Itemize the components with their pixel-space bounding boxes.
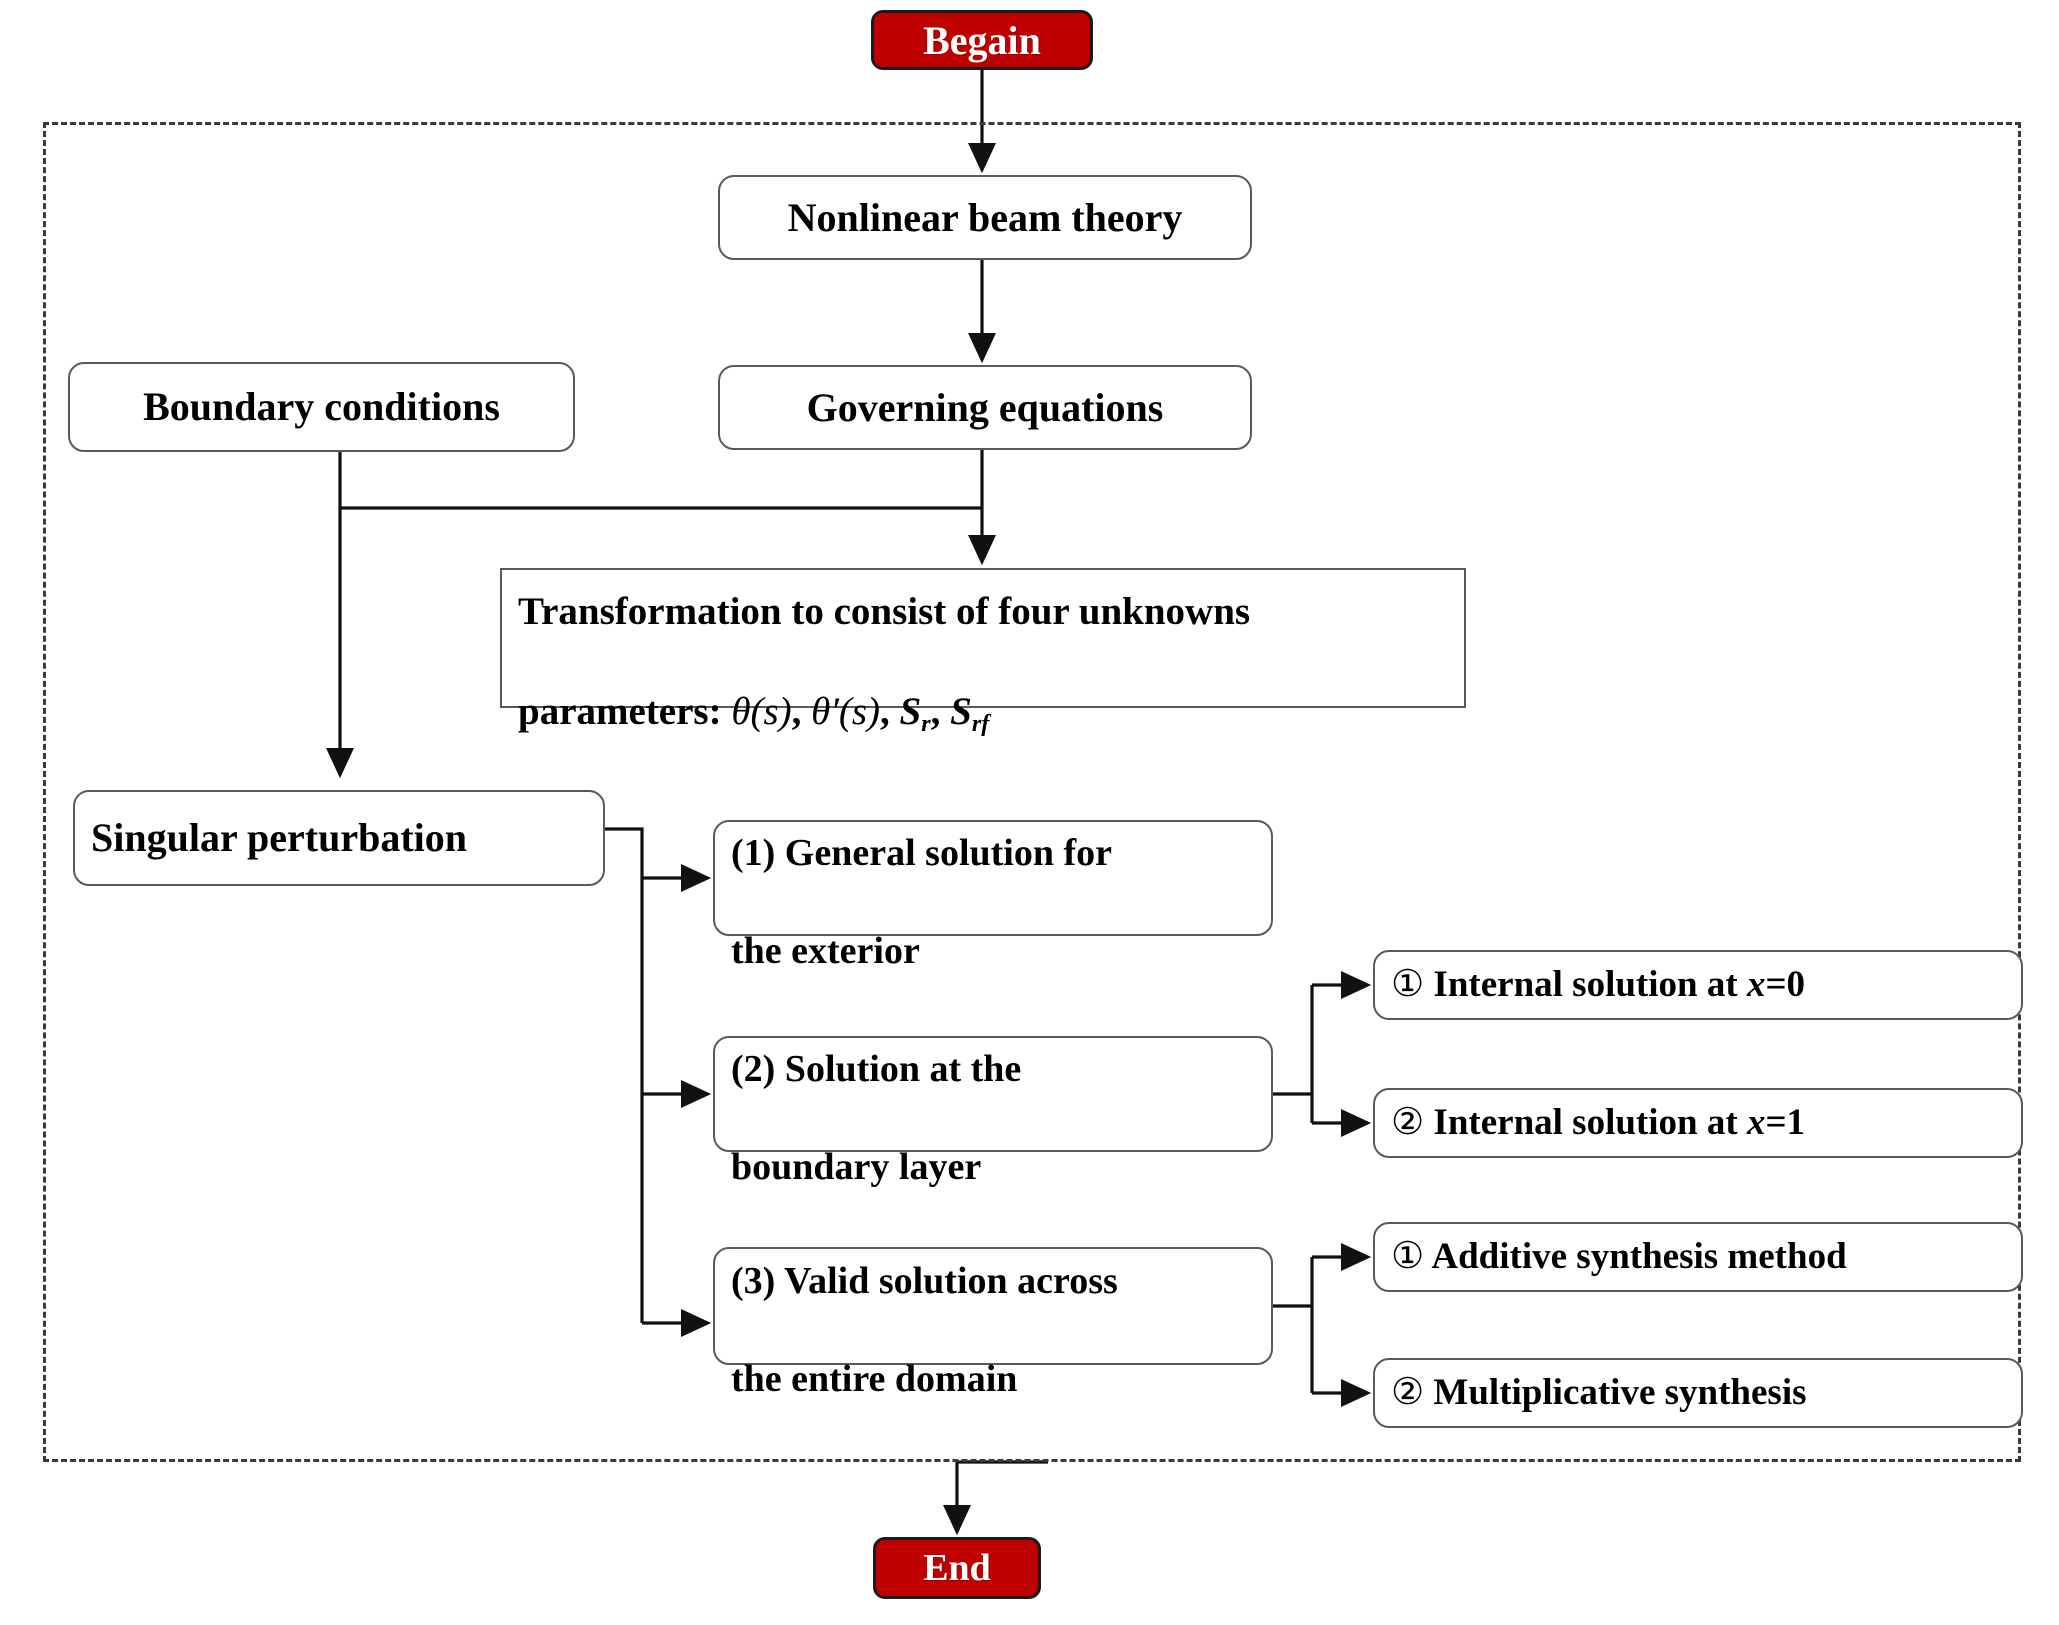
internal-x0-text-a: Internal solution at <box>1424 964 1747 1006</box>
node-internal-solution-x0-text: ① Internal solution at x=0 <box>1375 961 2021 1008</box>
node-internal-solution-x1[interactable]: ② Internal solution at x=1 <box>1373 1088 2023 1158</box>
node-step-3-text: (3) Valid solution across the entire dom… <box>715 1209 1271 1404</box>
math-arg-2: (s) <box>838 689 881 733</box>
math-sub-r: r <box>921 709 931 737</box>
node-step-1-text: (1) General solution for the exterior <box>715 781 1271 976</box>
node-additive-synthesis[interactable]: ① Additive synthesis method <box>1373 1222 2023 1292</box>
node-step-3-valid-solution[interactable]: (3) Valid solution across the entire dom… <box>713 1247 1273 1400</box>
internal-x0-variable: x <box>1746 964 1766 1006</box>
node-governing-equations[interactable]: Governing equations <box>718 365 1252 450</box>
node-governing-equations-label: Governing equations <box>806 384 1164 430</box>
circled-number-2-icon: ② <box>1391 1372 1425 1414</box>
node-boundary-conditions-label: Boundary conditions <box>143 384 500 430</box>
node-singular-perturbation[interactable]: Singular perturbation <box>73 790 605 886</box>
end-terminal[interactable]: End <box>873 1537 1041 1599</box>
additive-synthesis-label: Additive synthesis method <box>1424 1236 1847 1278</box>
node-multiplicative-synthesis[interactable]: ② Multiplicative synthesis <box>1373 1358 2023 1428</box>
math-theta: θ <box>731 689 751 733</box>
node-transformation-text: Transformation to consist of four unknow… <box>502 537 1464 739</box>
node-nonlinear-beam-theory-label: Nonlinear beam theory <box>787 194 1183 240</box>
transform-line-2: parameters: <box>518 689 732 733</box>
step2-line-2: boundary layer <box>731 1145 982 1188</box>
node-step-1-general-solution[interactable]: (1) General solution for the exterior <box>713 820 1273 972</box>
step2-line-1: (2) Solution at the <box>731 1048 1022 1091</box>
internal-x1-text-b: =1 <box>1765 1102 1806 1144</box>
node-internal-solution-x1-text: ② Internal solution at x=1 <box>1375 1099 2021 1146</box>
step3-line-1: (3) Valid solution across <box>731 1260 1118 1303</box>
math-S-1: S <box>899 689 922 733</box>
math-arg-1: (s) <box>750 689 792 733</box>
multiplicative-synthesis-label: Multiplicative synthesis <box>1424 1372 1807 1414</box>
node-boundary-conditions[interactable]: Boundary conditions <box>68 362 575 452</box>
circled-number-2-icon: ② <box>1391 1102 1425 1144</box>
internal-x0-text-b: =0 <box>1765 964 1806 1006</box>
node-additive-synthesis-text: ① Additive synthesis method <box>1375 1233 2021 1280</box>
math-S-2: S <box>950 689 972 733</box>
node-transformation[interactable]: Transformation to consist of four unknow… <box>500 568 1466 736</box>
transform-line-1: Transformation to consist of four unknow… <box>518 589 1251 633</box>
node-step-2-boundary-layer[interactable]: (2) Solution at the boundary layer <box>713 1036 1273 1188</box>
step1-line-2: the exterior <box>731 929 920 972</box>
node-step-2-text: (2) Solution at the boundary layer <box>715 997 1271 1192</box>
node-multiplicative-synthesis-text: ② Multiplicative synthesis <box>1375 1369 2021 1416</box>
start-terminal-label: Begain <box>923 17 1041 63</box>
circled-number-1-icon: ① <box>1391 1236 1425 1278</box>
step1-line-1: (1) General solution for <box>731 832 1113 875</box>
math-comma-1: , <box>791 689 812 733</box>
math-sub-rf: rf <box>971 709 990 737</box>
internal-x1-variable: x <box>1746 1102 1766 1144</box>
node-internal-solution-x0[interactable]: ① Internal solution at x=0 <box>1373 950 2023 1020</box>
end-terminal-label: End <box>923 1547 991 1589</box>
math-theta-prime: θ′ <box>811 689 839 733</box>
node-nonlinear-beam-theory[interactable]: Nonlinear beam theory <box>718 175 1252 260</box>
circled-number-1-icon: ① <box>1391 964 1425 1006</box>
step3-line-2: the entire domain <box>731 1357 1018 1400</box>
start-terminal[interactable]: Begain <box>871 10 1093 70</box>
node-singular-perturbation-label: Singular perturbation <box>91 815 467 861</box>
internal-x1-text-a: Internal solution at <box>1424 1102 1747 1144</box>
math-comma-3: , <box>930 689 951 733</box>
transform-math-expression: θ(s), θ′(s), Sr, Srf <box>731 689 990 737</box>
math-comma-2: , <box>880 689 900 733</box>
